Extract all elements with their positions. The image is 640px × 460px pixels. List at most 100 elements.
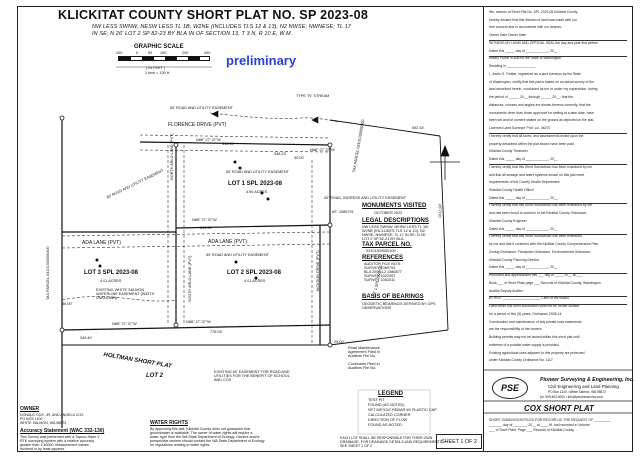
ingress-af-label: AF: 1085791	[332, 210, 354, 214]
lot3-label: LOT 3 SPL 2023-08	[84, 270, 138, 276]
certificate-line: We, owners of Short Plat No. SPL 2023-08…	[489, 10, 578, 14]
accuracy-heading: Accuracy Statement (WAC 332-130)	[20, 428, 105, 434]
monument-4	[327, 222, 333, 228]
lot1-bottom	[175, 224, 331, 229]
certificate-rule	[489, 303, 627, 305]
legal-line-3: NWSE; NWNESE; TL 17 IN SE; N 26'	[362, 233, 426, 237]
certificate-rule	[489, 202, 627, 204]
lot1-label: LOT 1 SPL 2023-08	[228, 181, 282, 187]
east-parcel-line	[329, 119, 441, 137]
monuments-heading: MONUMENTS VISITED	[362, 203, 427, 209]
stream-line	[209, 112, 341, 123]
basis-bearings-1: GEODETIC BEARINGS DERIVED BY GPS	[362, 302, 436, 306]
ada-lane-label-1: ADA LANE (PVT)	[82, 240, 121, 246]
easement-lot2-label: 60' ROAD AND UTILITY EASEMENT	[206, 253, 269, 257]
reference-3: BLA 2009-12 1086877	[364, 270, 402, 274]
certificate-line: Land within this short subdivision shall…	[489, 304, 580, 309]
owner-line-3: WHITE SALMON, WA 98672	[20, 421, 67, 425]
covenants-1: Covenants Filed In	[348, 362, 380, 366]
scale-tick-5: 400	[204, 51, 211, 55]
ingress-easement-label: 30' ROAD, INGRESS AND UTILITY EASEMENT	[324, 196, 407, 200]
monument-3	[173, 142, 179, 148]
florence-easement-line	[139, 134, 331, 139]
distance-9: 25.00'	[334, 340, 345, 344]
florence-easement-line-2	[139, 149, 331, 153]
scale-tick-0: 100	[116, 51, 123, 55]
distance-5: 776.03'	[210, 330, 223, 334]
legend-item-4: DIRECTION OF FLOW	[368, 418, 408, 422]
certificate-line: hereby declare that this division of lan…	[489, 17, 577, 22]
firm-address: PO Box 1100 • White Salmon, WA 98672	[548, 390, 606, 394]
certificate-line: I hereby certify that all taxes, and ass…	[489, 133, 584, 138]
lot2-label: LOT 2 SPL 2023-08	[227, 270, 281, 276]
reference-4: SURVEY 1022457	[364, 274, 396, 278]
scale-unit-feet: ( IN FEET )	[146, 66, 166, 70]
firm-subtitle: Civil Engineering and Land Planning	[548, 384, 619, 389]
recording-line-3: ___ of Short Plats, Page ___ Records of …	[489, 428, 575, 432]
water-rights-heading: WATER RIGHTS	[150, 420, 188, 426]
project-title: COX SHORT PLAT	[524, 404, 594, 413]
owner-heading: OWNER	[20, 406, 40, 412]
reference-1: AUDITOR FILE NO'S:	[364, 262, 402, 266]
parcel-boundary-top	[139, 141, 331, 146]
distance-6: 1012.84'	[438, 203, 443, 219]
east-parcel-line-2	[439, 135, 449, 331]
certificate-line: Dated this _____ day of ____________, 20…	[489, 226, 558, 231]
covenants-2: Auditors File No.	[348, 366, 377, 370]
certificate-line: Klickitat County Treasurer	[489, 149, 528, 154]
references-heading: REFERENCES	[362, 255, 404, 261]
certificate-rule	[489, 55, 627, 57]
monument-5	[59, 327, 65, 333]
basis-bearings-heading: BASIS OF BEARINGS	[362, 294, 424, 300]
recording-line-1: SHORT SUBDIVISION FILED FOR RECORD AT TH…	[489, 418, 612, 422]
lot3-acres: 4.01 ACRES	[100, 279, 122, 283]
certificate-line: Klickitat County Engineer	[489, 218, 527, 223]
test-pit-6	[254, 276, 258, 280]
monument-7	[327, 342, 333, 348]
waterline-easement	[61, 296, 177, 302]
existing-easement-label: EXISTING 60' EASEMENT FOR ROAD AND UTILI…	[214, 370, 290, 382]
legend-item-1: FOUND (AS NOTED)	[368, 403, 405, 407]
firm-phone: ph. 509.493.0000 • info@pioneersurvey.co…	[540, 395, 603, 399]
easement-top-label: 60' ROAD AND UTILITY EASEMENT	[170, 106, 233, 110]
flow-arrow-2	[211, 110, 219, 118]
certificate-line: and has been found to conform to the Kli…	[489, 211, 588, 216]
legend-item-3: CALCULATED CORNER	[368, 413, 411, 417]
certificate-line: Dated this _____ day of ____________, 20…	[489, 157, 558, 162]
certificate-line: I hereby certify that this Short Subdivi…	[489, 234, 582, 239]
certificate-line: Zoning Ordinance, Floodplain Ordinance, …	[489, 249, 592, 254]
certificate-rule	[489, 133, 627, 135]
certificate-line: Klickitat County Health Officer	[489, 188, 534, 192]
basis-bearings-2: OBSERVATIONS	[362, 306, 392, 310]
tax-parcel-value: 03101300000100	[366, 249, 396, 253]
certificate-line: Klickitat County Planning Director	[489, 257, 540, 262]
certificate-line: by me and that it conforms with the Klic…	[489, 242, 600, 247]
recording-line-2: _______ day of _______, 20__ at ____ M. …	[489, 423, 590, 427]
certificate-line: Residing in _______________	[489, 64, 536, 69]
distance-1: 346.39'	[222, 142, 235, 146]
certificate-line: evidence of a potable water supply is pr…	[489, 342, 560, 347]
test-pit-4	[266, 197, 270, 201]
distance-3: 345.62'	[200, 226, 213, 230]
monument-6	[173, 322, 179, 328]
tax-parcel-heading: TAX PARCEL NO.	[362, 242, 412, 248]
certificate-line: are the responsibility of the owners.	[489, 327, 543, 332]
flow-arrow-1	[311, 116, 319, 124]
certificate-line: requirements of the County Health Depart…	[489, 180, 561, 185]
plat-title: KLICKITAT COUNTY SHORT PLAT NO. SP 2023-…	[58, 8, 369, 22]
distance-2: 348.23'	[274, 152, 287, 156]
jackson-drive-label: JACKSON DRIVE (PVT)	[316, 250, 320, 292]
north-arrow	[430, 144, 460, 180]
water-rights-5: for regulations relating to water rights…	[150, 443, 211, 447]
certificate-line: Dated this _____ day of ____________, 20…	[489, 195, 558, 200]
lot1-acres: 4.90 ACRES	[246, 190, 268, 194]
sheet-number: SHEET 1 OF 2	[436, 434, 482, 449]
test-pit-2	[238, 166, 242, 170]
accuracy-line-4: involved in by least squares.	[20, 447, 66, 451]
legend-box	[357, 389, 431, 435]
accuracy-line-1: This Survey was performed with a Topcon …	[20, 435, 100, 439]
certificate-line: Existing agricultural uses adjacent to t…	[489, 350, 585, 355]
certificate-line: Dated this _____ day of ____________, 20…	[489, 265, 558, 270]
drainage-2: DRAINAGE. FOR DRAINAGE DETAILS AND REQUI…	[340, 440, 443, 444]
